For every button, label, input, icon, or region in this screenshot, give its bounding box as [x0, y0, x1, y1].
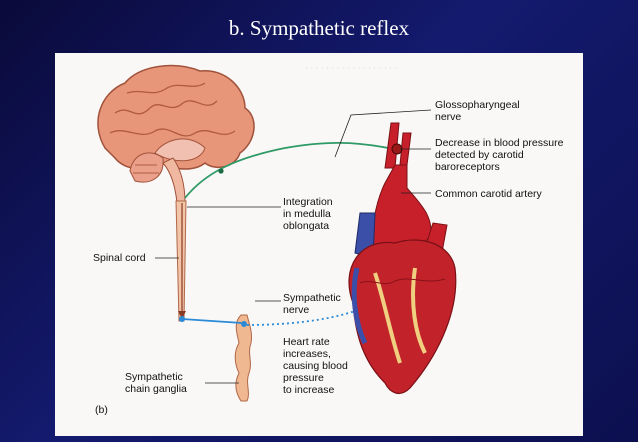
- label-sympathetic-nerve: Sympathetic nerve: [283, 292, 341, 316]
- nerve-junction-dot: [179, 316, 185, 322]
- background-text: · · · · · · · · · · · · · · · · · ·: [305, 63, 398, 73]
- chain-ganglia-illustration: [234, 314, 252, 402]
- label-sympathetic-chain-ganglia: Sympathetic chain ganglia: [125, 371, 187, 395]
- leader-lines: [155, 109, 432, 384]
- panel-label: (b): [95, 404, 108, 416]
- label-glossopharyngeal-nerve: Glossopharyngeal nerve: [435, 99, 520, 123]
- preganglionic-nerve: [181, 318, 243, 324]
- slide-title: b. Sympathetic reflex: [228, 16, 410, 40]
- label-integration-medulla: Integration in medulla oblongata: [283, 196, 333, 232]
- label-common-carotid-artery: Common carotid artery: [435, 188, 542, 200]
- spinal-arrowhead: [178, 311, 186, 319]
- ganglion-junction-dot: [241, 321, 247, 327]
- brain-illustration: [97, 64, 255, 204]
- glossopharyngeal-nerve-path: [184, 141, 394, 199]
- label-decrease-blood-pressure: Decrease in blood pressure detected by c…: [435, 137, 564, 173]
- reflex-illustration: [97, 64, 457, 402]
- label-heart-rate-increases: Heart rate increases, causing blood pres…: [283, 336, 348, 396]
- spinal-cord-illustration: [175, 200, 187, 322]
- diagram-figure: · · · · · · · · · · · · · · · · · ·: [55, 53, 583, 436]
- label-spinal-cord: Spinal cord: [93, 252, 146, 264]
- nerve-ganglion-dot: [218, 168, 224, 174]
